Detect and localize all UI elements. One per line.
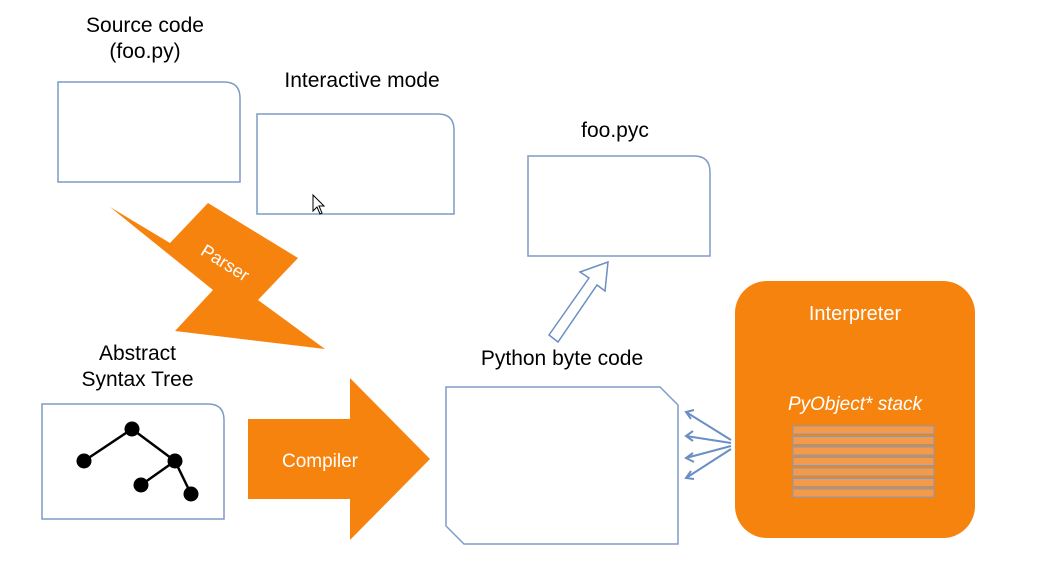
interpreter-label: Interpreter [809,303,902,325]
ast-document [41,403,225,520]
bytecode-document [445,386,679,545]
compiler-arrow [248,378,430,540]
stack-slot [792,457,935,466]
source-code-label: Source code (foo.py) [60,13,230,65]
ast-label-line2: Syntax Tree [81,368,194,391]
exchange-arrows [684,409,732,480]
mouse-cursor-icon [312,193,326,215]
parser-arrow [110,203,325,349]
source-code-filename: (foo.py) [109,40,181,63]
pyobject-stack [792,425,935,498]
stack-slot [792,467,935,477]
stack-label: PyObject* stack [788,394,924,415]
source-code-title: Source code [86,14,204,37]
ast-label-line1: Abstract [98,342,177,365]
pyc-file-label: foo.pyc [581,119,649,142]
bytecode-label: Python byte code [480,347,644,370]
stack-slot [792,478,935,487]
interactive-mode-label: Interactive mode [284,69,440,92]
source-code-document [57,81,241,183]
stack-slot [792,446,935,456]
ast-label: Abstract Syntax Tree [55,341,220,393]
stack-slot [792,436,935,445]
syntax-tree-icon [76,421,199,502]
interactive-mode-document [256,113,455,215]
stack-slot [792,488,935,498]
pyc-file-document [527,155,711,257]
write-pyc-arrow [547,260,609,344]
compiler-label: Compiler [282,451,359,472]
stack-slot [792,425,935,435]
